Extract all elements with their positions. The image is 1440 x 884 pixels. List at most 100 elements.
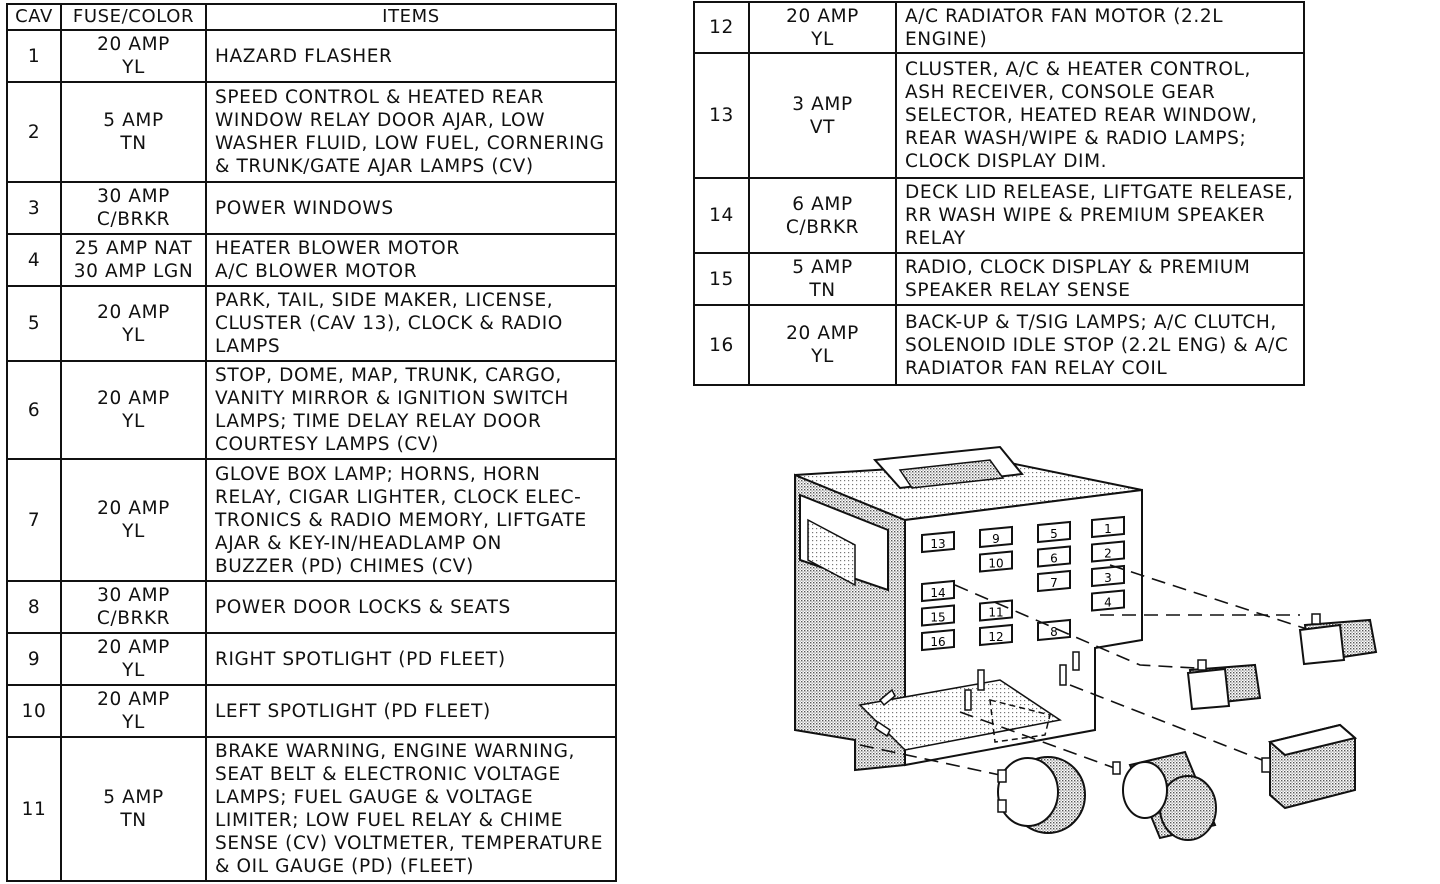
fuse-slot-label: 11 — [988, 606, 1003, 620]
fuse-color-line: 25 AMP NAT — [74, 238, 193, 259]
circuit-item-line: CLUSTER, A/C & HEATER CONTROL, — [905, 59, 1251, 80]
circuit-items: CLUSTER, A/C & HEATER CONTROL,ASH RECEIV… — [895, 52, 1305, 179]
circuit-item-line: SELECTOR, HEATED REAR WINDOW, — [905, 105, 1258, 126]
circuit-item-line: LEFT SPOTLIGHT (PD FLEET) — [215, 700, 491, 722]
circuit-item-line: PARK, TAIL, SIDE MAKER, LICENSE, — [215, 290, 554, 311]
circuit-items: POWER DOOR LOCKS & SEATS — [205, 580, 617, 634]
circuit-item-line: SENSE (CV) VOLTMETER, TEMPERATURE — [215, 833, 603, 854]
fuse-color-line: 20 AMP — [97, 689, 170, 710]
cav-number: 13 — [693, 52, 750, 179]
circuit-item-line: POWER WINDOWS — [215, 197, 394, 219]
circuit-item-line: BACK-UP & T/SIG LAMPS; A/C CLUTCH, — [905, 311, 1277, 333]
fuse-color-line: 5 AMP — [103, 787, 164, 808]
circuit-item-line: AJAR & KEY-IN/HEADLAMP ON — [215, 532, 502, 554]
fuse-color-line: 30 AMP — [97, 585, 170, 606]
fuse-slot-label: 15 — [930, 611, 945, 625]
fuse-slot: 7 — [1037, 569, 1071, 593]
cav-number: 12 — [693, 1, 750, 54]
fuse-color-line: 20 AMP — [786, 5, 859, 27]
cav-number: 8 — [6, 580, 62, 634]
header-fuse-color: FUSE/COLOR — [60, 3, 207, 31]
cav-number: 9 — [6, 632, 62, 686]
fuse-slot: 10 — [979, 550, 1013, 573]
fuse-slot-label: 7 — [1050, 576, 1058, 590]
circuit-item-line: SEAT BELT & ELECTRONIC VOLTAGE — [215, 764, 561, 785]
fuse-slot-label: 12 — [988, 630, 1003, 644]
fuse-color-line: 20 AMP — [786, 323, 859, 344]
fuse-slot-label: 5 — [1050, 527, 1058, 541]
fuse-slot-label: 9 — [992, 532, 1000, 546]
circuit-item-line: ASH RECEIVER, CONSOLE GEAR — [905, 82, 1216, 103]
circuit-item-line: LAMPS; FUEL GAUGE & VOLTAGE — [215, 787, 534, 808]
circuit-items: PARK, TAIL, SIDE MAKER, LICENSE,CLUSTER … — [205, 285, 617, 362]
circuit-item-line: TRONICS & RADIO MEMORY, LIFTGATE — [215, 509, 587, 531]
circuit-item-line: SPEAKER RELAY SENSE — [905, 280, 1131, 301]
fuse-slot: 4 — [1091, 589, 1125, 612]
fuse-color-line: YL — [122, 324, 145, 346]
circuit-items: BRAKE WARNING, ENGINE WARNING,SEAT BELT … — [205, 736, 617, 882]
cav-number: 14 — [693, 177, 750, 254]
circuit-item-line: RELAY, CIGAR LIGHTER, CLOCK ELEC- — [215, 486, 582, 508]
circuit-items: HAZARD FLASHER — [205, 29, 617, 83]
circuit-item-line: LAMPS — [215, 336, 281, 357]
fuse-color-line: TN — [120, 810, 147, 831]
circuit-item-line: RR WASH WIPE & PREMIUM SPEAKER — [905, 205, 1266, 226]
fuse-slot: 3 — [1091, 564, 1125, 588]
fuse-slot: 2 — [1091, 540, 1125, 563]
fuse-slot: 12 — [979, 623, 1013, 647]
circuit-items: BACK-UP & T/SIG LAMPS; A/C CLUTCH,SOLENO… — [895, 304, 1305, 386]
fuse-slot-label: 6 — [1050, 552, 1058, 566]
fuse-slot-label: 8 — [1050, 625, 1058, 639]
circuit-item-line: LAMPS; TIME DELAY RELAY DOOR — [215, 411, 542, 432]
fuse-block-top — [794, 445, 1143, 522]
circuit-item-line: WASHER FLUID, LOW FUEL, CORNERING — [215, 133, 605, 154]
circuit-item-line: GLOVE BOX LAMP; HORNS, HORN — [215, 463, 541, 485]
circuit-item-line: BUZZER (PD) CHIMES (CV) — [215, 555, 474, 577]
circuit-items: RIGHT SPOTLIGHT (PD FLEET) — [205, 632, 617, 686]
fuse-color-line: 5 AMP — [103, 110, 164, 131]
circuit-item-line: WINDOW RELAY DOOR AJAR, LOW — [215, 110, 546, 131]
fuse-color-line: 30 AMP — [97, 186, 170, 207]
fuse-color-line: YL — [122, 660, 145, 681]
fuse-color-line: 30 AMP LGN — [73, 261, 194, 282]
fuse-slot: 6 — [1037, 545, 1071, 568]
relay-right — [1298, 613, 1378, 666]
fuse-slot: 15 — [921, 604, 955, 627]
fuse-color-line: YL — [122, 521, 145, 542]
fuse-slot-label: 1 — [1104, 522, 1112, 536]
fuse-color-line: TN — [120, 133, 147, 154]
circuit-items: POWER WINDOWS — [205, 181, 617, 235]
fuse-slot: 1 — [1091, 515, 1125, 539]
fuse-slot-label: 10 — [988, 557, 1003, 571]
circuit-item-line: DECK LID RELEASE, LIFTGATE RELEASE, — [905, 182, 1294, 203]
fuse-color-line: 5 AMP — [792, 257, 853, 278]
fuse-color-line: YL — [811, 346, 834, 367]
fuse-color-line: VT — [809, 116, 836, 138]
circuit-item-line: POWER DOOR LOCKS & SEATS — [215, 596, 511, 618]
fuse-color-line: 20 AMP — [97, 34, 170, 55]
fuse-color-line: YL — [122, 411, 145, 432]
